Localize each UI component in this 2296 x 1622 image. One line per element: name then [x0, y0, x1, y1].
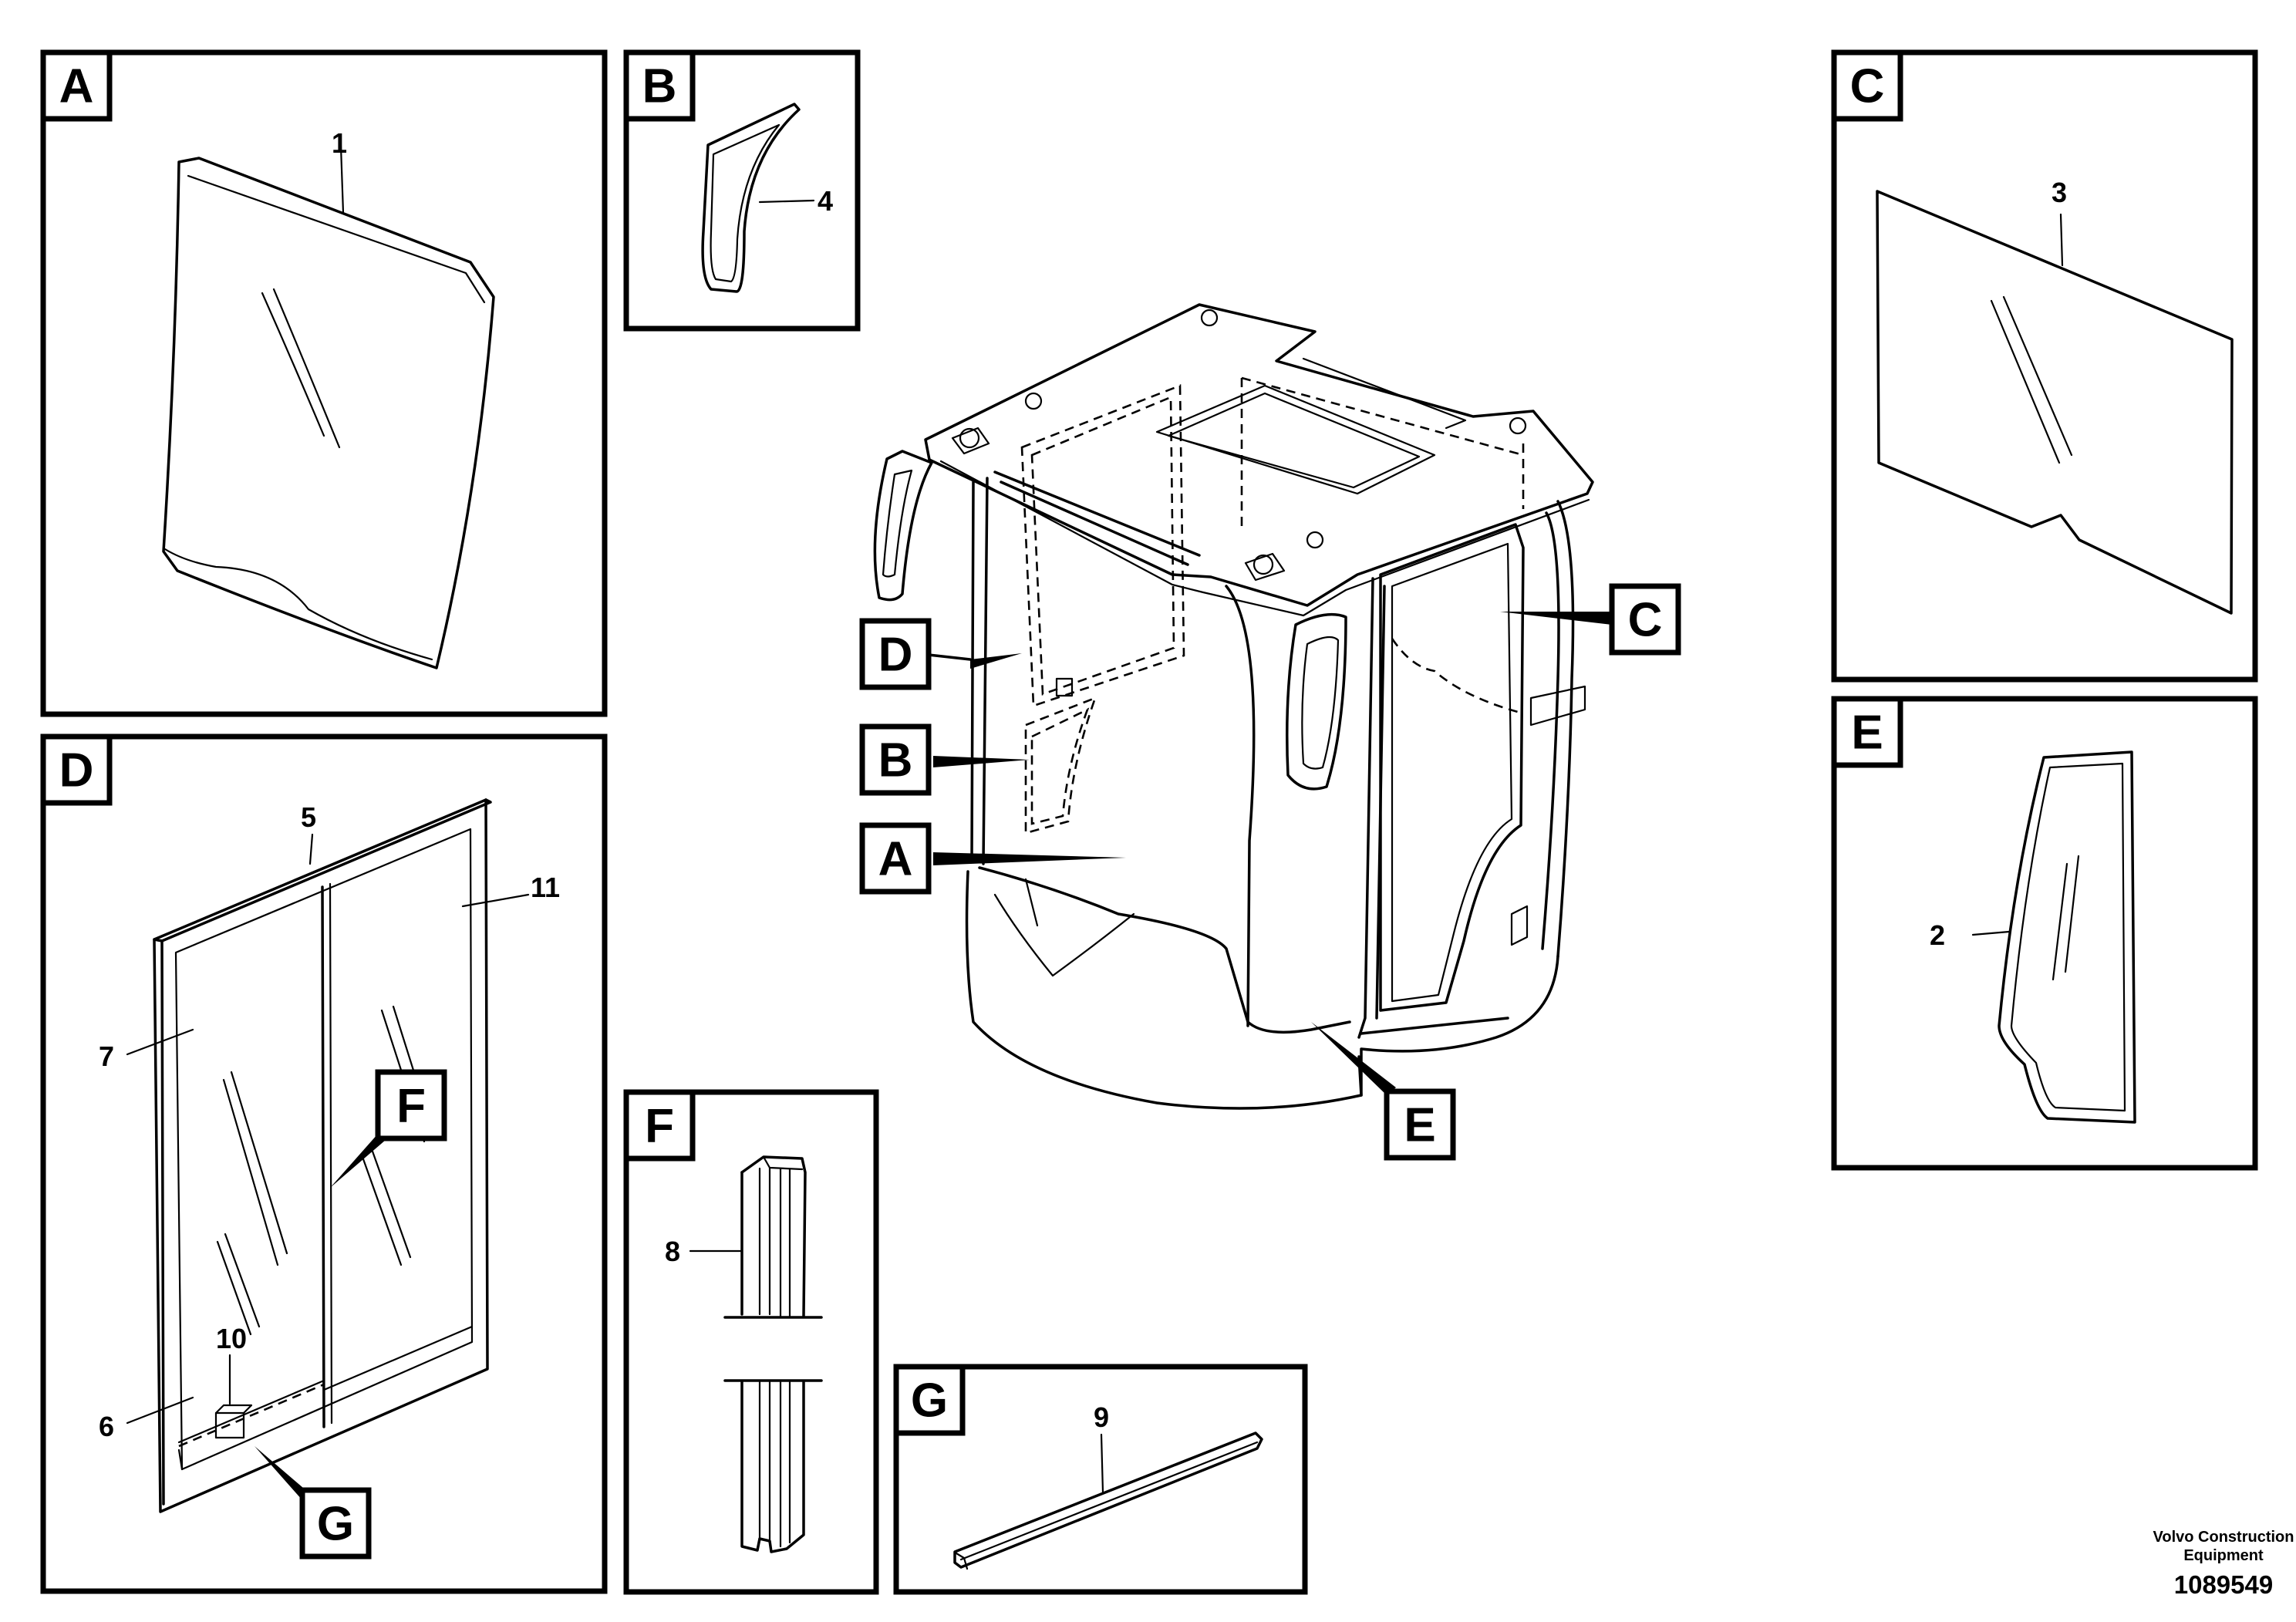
panel-b: B 4 — [623, 49, 861, 332]
callout-a[interactable]: A — [878, 833, 913, 886]
panel-d-tag: D — [59, 744, 94, 798]
part-6-label: 6 — [99, 1411, 114, 1442]
side-door-glass — [1876, 190, 2234, 615]
part-8-label: 8 — [665, 1236, 680, 1267]
small-side-glass — [701, 103, 801, 293]
part-4-label: 4 — [818, 185, 833, 217]
part-1-label: 1 — [332, 127, 347, 159]
part-5-label: 5 — [301, 801, 316, 833]
part-2-label: 2 — [1930, 919, 1945, 951]
seal-strip-profile — [723, 1155, 823, 1553]
part-10-label: 10 — [216, 1323, 247, 1354]
part-11-label: 11 — [531, 872, 560, 903]
drawing-footer: Volvo Construction Equipment 1089549 — [2153, 1529, 2294, 1599]
panel-c: C 3 — [1831, 49, 2258, 683]
panel-a: A 1 — [40, 49, 608, 717]
callout-c[interactable]: C — [1628, 594, 1663, 647]
panel-e: E 2 — [1831, 696, 2258, 1171]
sliding-window-frame — [153, 798, 492, 1513]
cab-assembly — [873, 303, 1594, 1110]
panel-b-tag: B — [642, 60, 677, 113]
panel-a-tag: A — [59, 60, 94, 113]
part-7-label: 7 — [99, 1040, 114, 1072]
part-3-label: 3 — [2052, 177, 2067, 208]
guide-rail — [953, 1431, 1263, 1570]
panel-g-tag: G — [911, 1374, 948, 1428]
panel-f-tag: F — [645, 1100, 674, 1153]
part-9-label: 9 — [1094, 1401, 1109, 1433]
callout-b[interactable]: B — [878, 734, 913, 787]
windshield-glass — [162, 157, 495, 669]
panel-e-tag: E — [1851, 706, 1883, 760]
company-line-2: Equipment — [2183, 1547, 2264, 1564]
panel-f: F 8 — [623, 1089, 879, 1595]
callout-d[interactable]: D — [878, 629, 913, 682]
callout-e[interactable]: E — [1404, 1099, 1435, 1152]
company-line-1: Volvo Construction — [2153, 1529, 2294, 1546]
callout-f[interactable]: F — [396, 1080, 426, 1133]
panel-c-tag: C — [1850, 60, 1885, 113]
rear-side-glass — [1998, 750, 2136, 1124]
panel-g: G 9 — [893, 1364, 1308, 1595]
panel-d: D 5 11 7 10 — [40, 733, 608, 1594]
drawing-number: 1089549 — [2174, 1570, 2273, 1599]
callout-g[interactable]: G — [317, 1498, 354, 1551]
center-callouts: D B A C E — [859, 583, 1681, 1161]
